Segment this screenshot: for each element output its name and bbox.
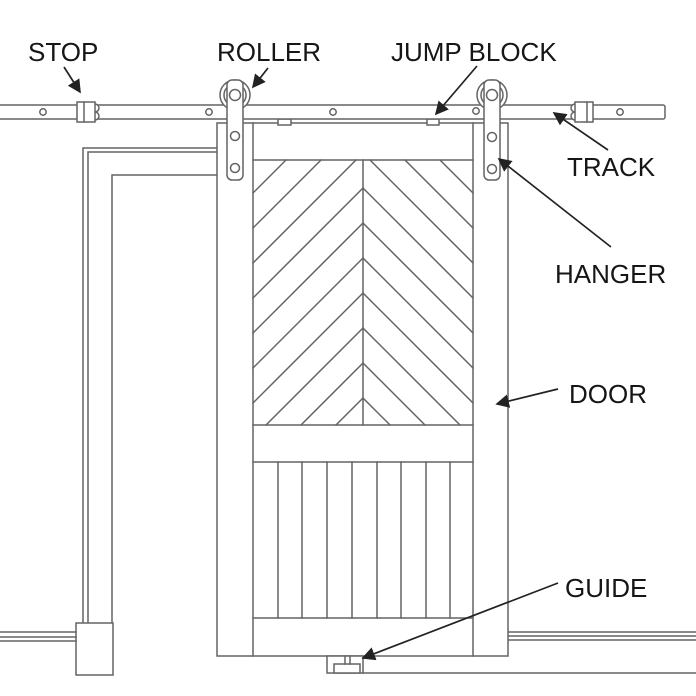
slat-panel-lines [277, 461, 451, 619]
leader-arrow [552, 112, 609, 151]
door-stiles [252, 122, 474, 657]
strap-bolt-hole [229, 162, 241, 174]
plinth-block [75, 622, 114, 676]
callout-stop: STOP [28, 37, 98, 94]
callout-door: DOOR [495, 379, 647, 409]
roller-hanger-left [219, 79, 251, 181]
baseboard-left [0, 631, 77, 642]
axle-bolt [228, 88, 242, 102]
hanger-strap [483, 79, 501, 181]
leader-arrow [434, 65, 478, 116]
label-stop: STOP [28, 37, 98, 67]
chevron-panel-right-lines [361, 158, 475, 427]
label-guide: GUIDE [565, 573, 647, 603]
callout-hanger: HANGER [497, 157, 666, 289]
strap-bolt-hole [229, 130, 241, 142]
leader-arrow [63, 66, 81, 94]
callout-roller: ROLLER [217, 37, 321, 89]
strap-bolt-hole [486, 163, 498, 175]
label-door: DOOR [569, 379, 647, 409]
doorway-casing [0, 147, 218, 676]
callout-jump-block: JUMP BLOCK [391, 37, 557, 116]
strap-bolt-hole [486, 131, 498, 143]
jump-block-left [277, 118, 292, 126]
label-track: TRACK [567, 152, 656, 182]
roller-hanger-right [476, 79, 508, 181]
baseboard-right [507, 631, 696, 641]
label-hanger: HANGER [555, 259, 666, 289]
track [0, 104, 666, 120]
callout-guide: GUIDE [361, 573, 647, 661]
leader-arrow [495, 388, 559, 408]
stop-left [76, 101, 100, 123]
leader-arrow [361, 582, 559, 661]
chevron-panel-left-lines [251, 158, 365, 427]
axle-bolt [485, 88, 499, 102]
door [216, 122, 509, 657]
track-mounting-holes [39, 107, 624, 116]
leader-arrow [251, 67, 269, 89]
leader-arrow [497, 157, 612, 248]
floor-guide [326, 655, 364, 674]
annotations: STOP ROLLER JUMP BLOCK TRACK HANGER DOOR… [28, 37, 666, 661]
callout-track: TRACK [552, 112, 656, 182]
label-jump-block: JUMP BLOCK [391, 37, 557, 67]
jump-block-right [426, 118, 440, 126]
stop-right [570, 101, 594, 123]
wall-right [362, 631, 696, 674]
label-roller: ROLLER [217, 37, 321, 67]
hanger-strap [226, 79, 244, 181]
